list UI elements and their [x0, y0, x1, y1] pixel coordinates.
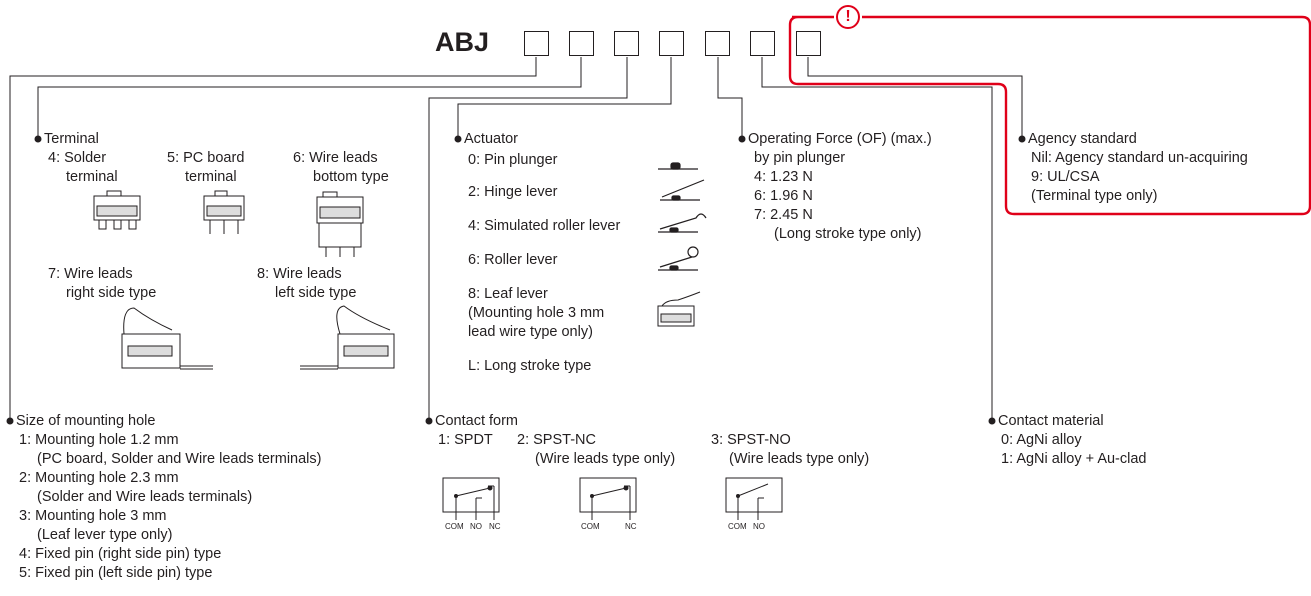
agency-item: Nil: Agency standard un-acquiring [1031, 150, 1248, 166]
actuator-item: 0: Pin plunger [468, 152, 558, 168]
spst-no-circuit-icon [725, 477, 783, 520]
mounting-hole-heading: Size of mounting hole [16, 413, 156, 429]
code-box-6 [750, 31, 775, 56]
actuator-item: 8: Leaf lever [468, 286, 548, 302]
warning-icon: ! [836, 5, 860, 29]
connector-agency [807, 57, 1023, 139]
connector-contact-form [428, 57, 628, 420]
spst-nc-circuit-icon [579, 477, 637, 520]
agency-item: 9: UL/CSA [1031, 169, 1100, 185]
switch-wire-left-icon [300, 305, 395, 370]
spst-no-com-label: COM [728, 522, 747, 531]
hinge-lever-icon [660, 179, 705, 201]
connector-terminal [37, 57, 582, 139]
bullet-mounting-hole [6, 417, 14, 425]
contact-form-heading: Contact form [435, 413, 518, 429]
spdt-circuit-icon [442, 477, 500, 520]
actuator-item: 6: Roller lever [468, 252, 558, 268]
mounting-hole-item: 5: Fixed pin (left side pin) type [19, 565, 213, 581]
contact-form-spdt: 1: SPDT [438, 432, 493, 448]
mounting-hole-item: 2: Mounting hole 2.3 mm [19, 470, 179, 486]
terminal-pcb-line1: 5: PC board [167, 150, 245, 166]
switch-pcb-icon [203, 190, 245, 234]
spdt-com-label: COM [445, 522, 464, 531]
agency-item: (Terminal type only) [1031, 188, 1158, 204]
contact-material-item: 0: AgNi alloy [1001, 432, 1082, 448]
bullet-terminal [34, 135, 42, 143]
code-box-5 [705, 31, 730, 56]
operating-force-sub: by pin plunger [754, 150, 846, 166]
actuator-item: 2: Hinge lever [468, 184, 558, 200]
switch-wire-right-icon [121, 307, 213, 370]
bullet-contact-form [425, 417, 433, 425]
switch-wire-bottom-icon [316, 191, 364, 257]
bullet-operating-force [738, 135, 746, 143]
mounting-hole-item: 3: Mounting hole 3 mm [19, 508, 167, 524]
contact-form-spst-no: 3: SPST-NO [711, 432, 791, 448]
connector-actuator [457, 57, 672, 139]
code-box-7 [796, 31, 821, 56]
actuator-item: L: Long stroke type [468, 358, 592, 374]
terminal-solder-line1: 4: Solder [48, 150, 107, 166]
connector-operating-force [717, 57, 743, 139]
operating-force-item: (Long stroke type only) [774, 226, 922, 242]
simulated-roller-lever-icon [658, 213, 707, 233]
contact-form-spst-nc-note: (Wire leads type only) [535, 451, 676, 467]
mounting-hole-item: (Solder and Wire leads terminals) [37, 489, 253, 505]
pin-plunger-icon [658, 162, 698, 170]
terminal-wire-right-line2: right side type [66, 285, 157, 301]
roller-lever-icon [658, 246, 699, 271]
part-number-prefix: ABJ [435, 27, 490, 57]
operating-force-item: 7: 2.45 N [754, 207, 813, 223]
spst-no-no-label: NO [753, 522, 765, 531]
operating-force-heading: Operating Force (OF) (max.) [748, 131, 932, 147]
terminal-wire-left-line1: 8: Wire leads [257, 266, 342, 282]
spst-nc-com-label: COM [581, 522, 600, 531]
spdt-no-label: NO [470, 522, 482, 531]
switch-solder-icon [93, 190, 141, 230]
leaf-lever-icon [657, 291, 701, 327]
connector-mounting-hole [9, 57, 537, 420]
mounting-hole-item: (PC board, Solder and Wire leads termina… [37, 451, 322, 467]
terminal-wire-bottom-line1: 6: Wire leads [293, 150, 378, 166]
code-box-1 [524, 31, 549, 56]
agency-heading: Agency standard [1028, 131, 1137, 147]
operating-force-item: 4: 1.23 N [754, 169, 813, 185]
actuator-item: lead wire type only) [468, 324, 593, 340]
mounting-hole-item: 4: Fixed pin (right side pin) type [19, 546, 222, 562]
connector-contact-material [761, 57, 993, 420]
code-box-3 [614, 31, 639, 56]
bullet-actuator [454, 135, 462, 143]
terminal-heading: Terminal [44, 131, 99, 147]
actuator-item: 4: Simulated roller lever [468, 218, 621, 234]
spst-nc-nc-label: NC [625, 522, 637, 531]
terminal-pcb-line2: terminal [185, 169, 237, 185]
agency-highlight-frame [788, 15, 1311, 216]
code-box-2 [569, 31, 594, 56]
contact-material-heading: Contact material [998, 413, 1104, 429]
bullet-contact-material [988, 417, 996, 425]
bullet-agency [1018, 135, 1026, 143]
terminal-wire-right-line1: 7: Wire leads [48, 266, 133, 282]
operating-force-item: 6: 1.96 N [754, 188, 813, 204]
code-box-4 [659, 31, 684, 56]
contact-form-spst-no-note: (Wire leads type only) [729, 451, 870, 467]
mounting-hole-item: 1: Mounting hole 1.2 mm [19, 432, 179, 448]
terminal-wire-bottom-line2: bottom type [313, 169, 389, 185]
actuator-item: (Mounting hole 3 mm [468, 305, 605, 321]
spdt-nc-label: NC [489, 522, 501, 531]
mounting-hole-item: (Leaf lever type only) [37, 527, 173, 543]
terminal-solder-line2: terminal [66, 169, 118, 185]
contact-material-item: 1: AgNi alloy + Au-clad [1001, 451, 1147, 467]
actuator-heading: Actuator [464, 131, 518, 147]
contact-form-spst-nc: 2: SPST-NC [517, 432, 596, 448]
terminal-wire-left-line2: left side type [275, 285, 357, 301]
